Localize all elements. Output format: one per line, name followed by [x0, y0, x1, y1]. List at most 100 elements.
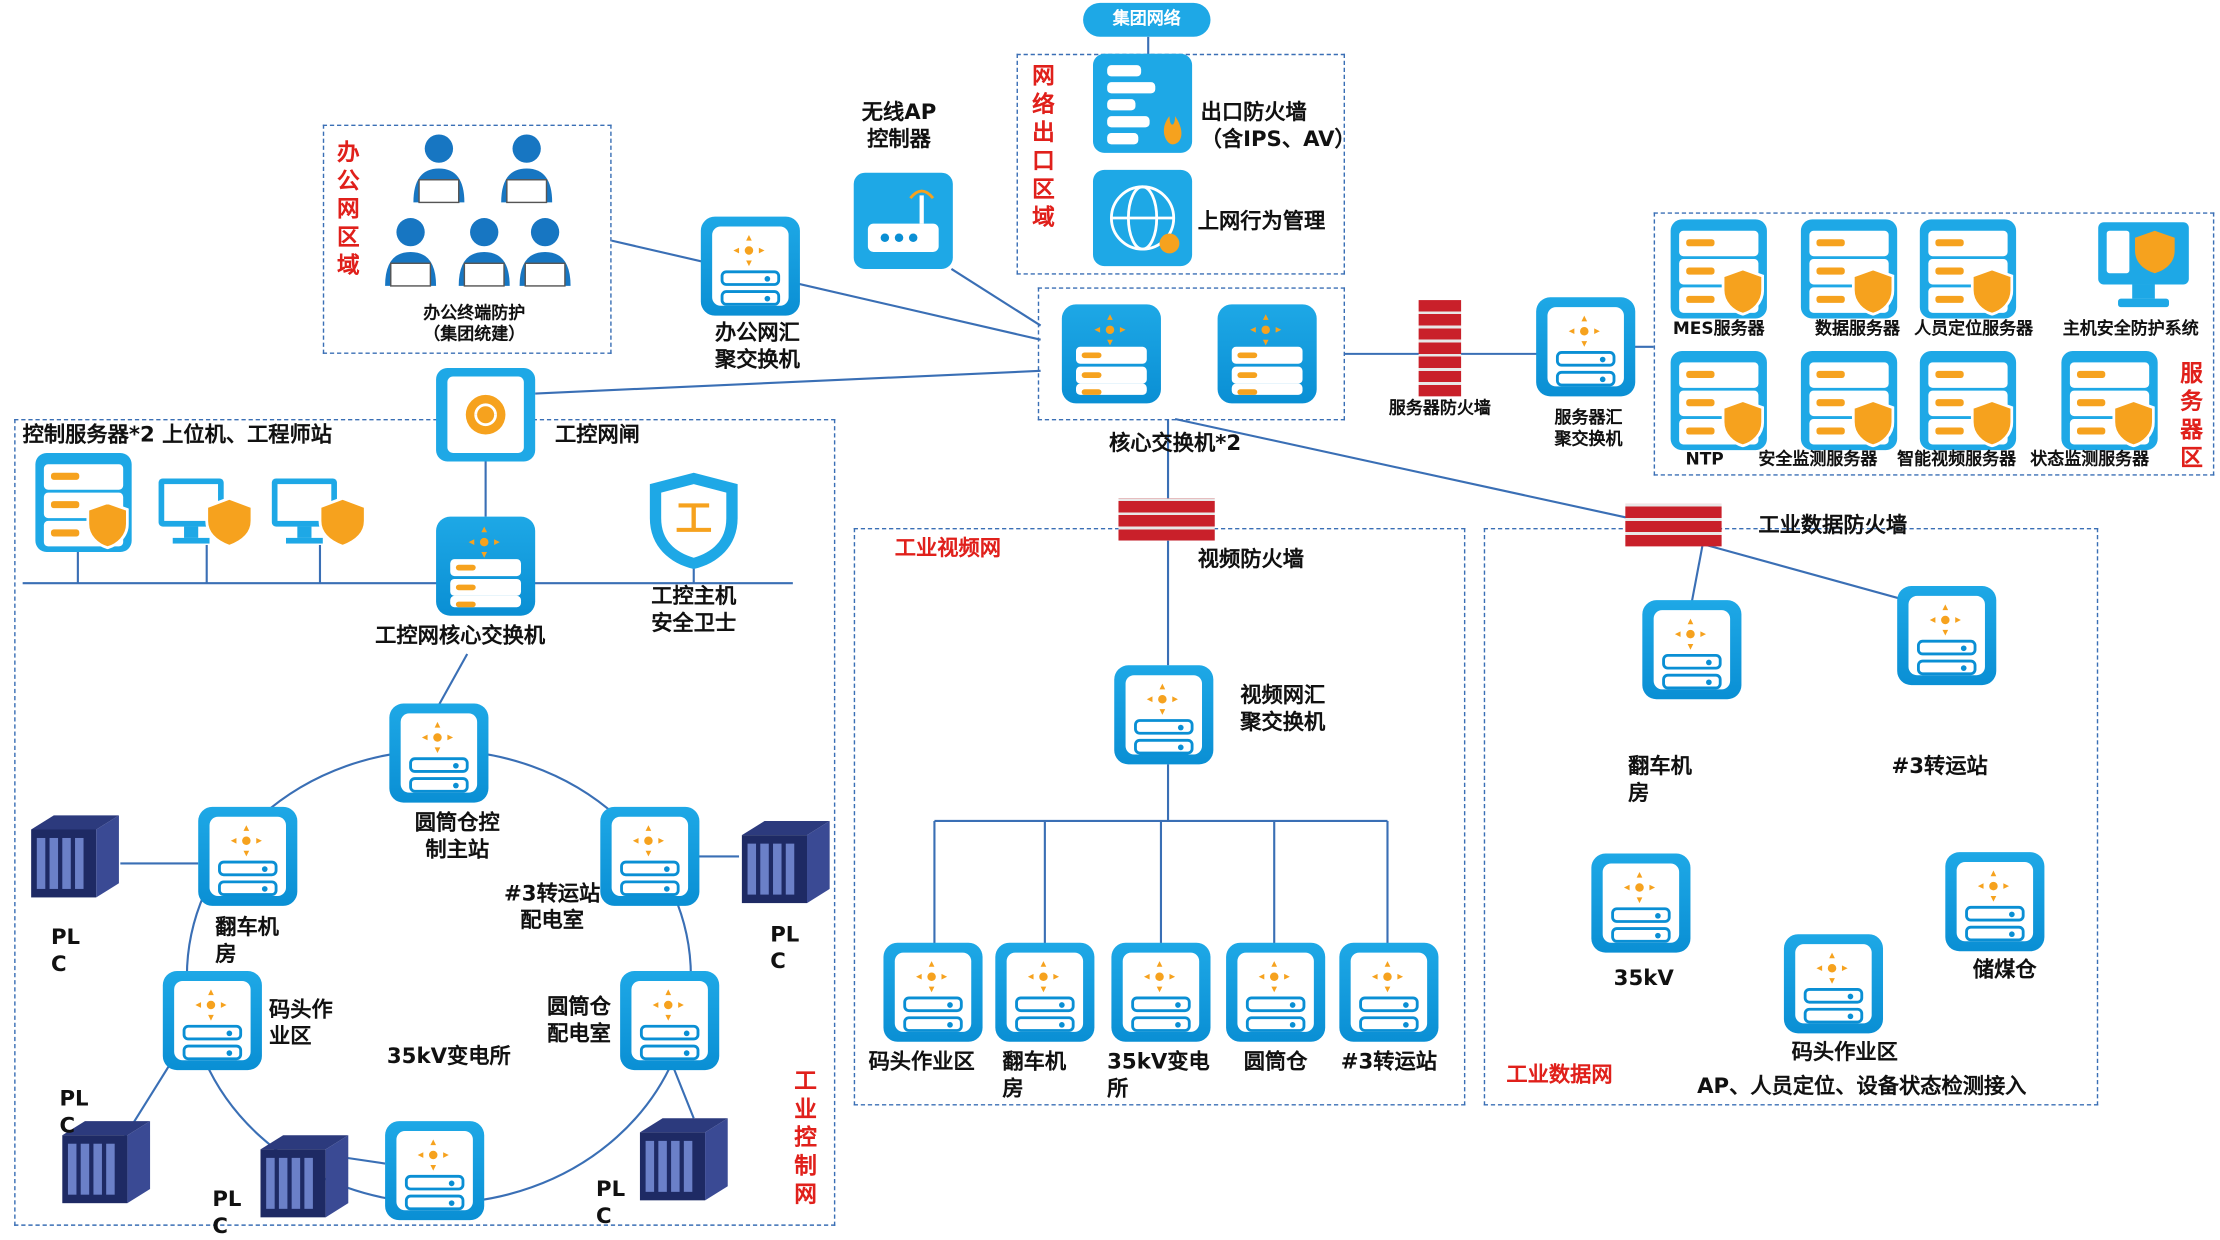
cloud-label: 集团网络: [1112, 8, 1181, 29]
plc-icon: [57, 1115, 153, 1214]
exit-firewall-label: 出口防火墙 （含IPS、AV）: [1200, 99, 1356, 152]
video-node-label: 圆筒仓: [1243, 1048, 1308, 1075]
server-label-ntp: NTP: [1685, 448, 1724, 469]
server-icon: [1670, 219, 1767, 319]
ring-switch-icon: [620, 971, 720, 1071]
video-node-icon: [1339, 942, 1439, 1042]
office-switch-label: 办公网汇 聚交换机: [714, 319, 800, 373]
workstation-icon: [156, 464, 258, 549]
ics-zone-title: 工业控制网: [794, 1067, 817, 1208]
data-node-icon: [1591, 853, 1691, 953]
server-switch-icon: [1536, 297, 1636, 397]
control-server-icon: [35, 452, 132, 553]
server-firewall-label: 服务器防火墙: [1388, 397, 1491, 418]
data-node-label: 翻车机 房: [1628, 753, 1692, 806]
data-node-icon: [1945, 852, 2045, 952]
office-switch-icon: [700, 216, 800, 316]
data-node-label: #3转运站: [1891, 753, 1988, 779]
video-node-icon: [995, 942, 1095, 1042]
core-zone: [1037, 287, 1346, 421]
plc-label: PL C: [50, 924, 81, 977]
person-icon: [517, 215, 574, 297]
video-node-icon: [1111, 942, 1211, 1042]
data-note: AP、人员定位、设备状态检测接入: [1697, 1072, 2027, 1099]
video-switch-icon: [1114, 665, 1214, 765]
core-switch-icon: [1217, 304, 1317, 404]
host-security-icon: [2095, 219, 2191, 312]
server-icon: [1800, 219, 1898, 319]
plc-label: PL C: [770, 921, 800, 974]
video-node-icon: [883, 942, 983, 1042]
video-node-label: 翻车机 房: [1002, 1048, 1067, 1102]
wireless-ap-label: 无线AP 控制器: [861, 99, 937, 152]
ring-switch-icon: [385, 1121, 485, 1221]
guard-shield-icon: [647, 470, 740, 572]
cloud-icon: [1083, 2, 1211, 37]
person-icon: [382, 215, 439, 297]
behavior-mgmt-label: 上网行为管理: [1197, 208, 1326, 234]
video-firewall-label: 视频防火墙: [1197, 546, 1304, 572]
video-node-label: 码头作业区: [868, 1048, 975, 1075]
ring-label-left2: 码头作 业区: [269, 996, 333, 1049]
data-firewall-icon: [1625, 503, 1722, 547]
server-zone: [1653, 212, 2215, 476]
ics-core-switch-label: 工控网核心交换机: [375, 622, 546, 649]
data-node-icon: [1783, 934, 1884, 1034]
wireless-ap-icon: [853, 172, 953, 269]
server-icon: [1800, 351, 1898, 451]
person-icon: [411, 132, 468, 214]
video-node-label: 35kV变电 所: [1107, 1048, 1210, 1102]
plc-icon: [25, 810, 121, 909]
video-zone-title: 工业视频网: [894, 535, 1001, 561]
server-label-location: 人员定位服务器: [1914, 318, 2034, 339]
exit-zone-title: 网络出口区域: [1032, 62, 1055, 231]
server-icon: [1919, 219, 2017, 319]
behavior-mgmt-icon: [1092, 169, 1193, 267]
server-icon: [1919, 351, 2017, 451]
video-switch-label: 视频网汇 聚交换机: [1240, 682, 1326, 735]
ring-switch-icon: [198, 806, 298, 906]
video-node-label: #3转运站: [1340, 1048, 1438, 1075]
data-zone: [1483, 527, 2099, 1106]
server-label-mes: MES服务器: [1672, 318, 1765, 339]
cloud-link: [1147, 36, 1150, 57]
ring-label-right1: #3转运站 配电室: [504, 880, 601, 933]
plc-label: PL C: [59, 1085, 89, 1139]
plc-icon: [634, 1113, 730, 1212]
plc-label: PL C: [596, 1176, 626, 1229]
ring-switch-icon: [389, 703, 489, 803]
server-label-status: 状态监测服务器: [2030, 448, 2150, 469]
plc-icon: [736, 815, 832, 914]
network-gap-icon: [436, 368, 536, 462]
data-node-label: 35kV: [1613, 965, 1674, 991]
ics-zone: [14, 418, 836, 1226]
data-node-icon: [1642, 600, 1742, 700]
core-switch-icon: [1061, 304, 1161, 404]
server-label-data: 数据服务器: [1815, 318, 1901, 339]
network-gap-label: 工控网闸: [554, 421, 640, 448]
server-icon: [2061, 351, 2158, 451]
server-label-host-security: 主机安全防护系统: [2062, 318, 2199, 339]
ics-header-label: 控制服务器*2 上位机、工程师站: [22, 421, 333, 448]
person-icon: [456, 215, 513, 297]
server-switch-label: 服务器汇 聚交换机: [1554, 407, 1623, 449]
video-node-icon: [1226, 942, 1326, 1042]
workstation-icon: [269, 464, 371, 549]
data-node-label: 储煤仓: [1972, 956, 2037, 983]
server-icon: [1670, 351, 1767, 451]
office-zone-title: 办公网区域: [336, 138, 360, 279]
ics-core-switch-icon: [436, 516, 536, 616]
ring-label-right2: 圆筒仓 配电室: [547, 993, 611, 1047]
data-zone-title: 工业数据网: [1506, 1061, 1613, 1088]
data-node-label: 码头作业区: [1791, 1038, 1898, 1065]
ring-switch-icon: [162, 971, 262, 1071]
server-label-video: 智能视频服务器: [1897, 448, 2017, 469]
server-label-safety: 安全监测服务器: [1758, 448, 1878, 469]
ring-switch-icon: [600, 806, 700, 906]
server-firewall-icon: [1418, 300, 1462, 397]
office-terminals-label: 办公终端防护 （集团统建）: [423, 302, 526, 344]
plc-label: PL C: [212, 1186, 242, 1239]
plc-icon: [255, 1130, 351, 1229]
data-firewall-label: 工业数据防火墙: [1758, 512, 1908, 538]
